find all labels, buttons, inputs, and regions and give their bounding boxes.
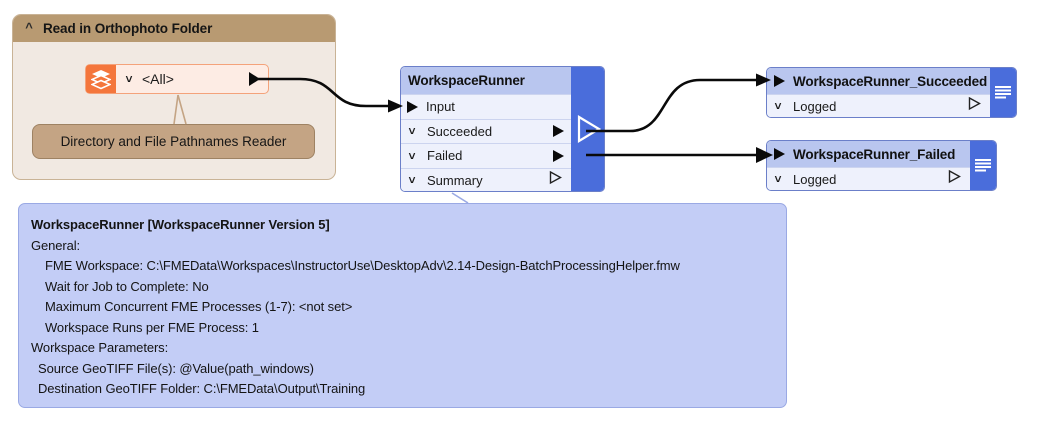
writer-port-logged[interactable]: ˅ Logged: [767, 167, 970, 190]
chevron-down-icon[interactable]: ˅: [408, 148, 416, 163]
hollow-arrow-icon[interactable]: [968, 96, 981, 116]
port-label: Succeeded: [427, 123, 493, 139]
reader-node-body[interactable]: ˅ <All>: [116, 65, 268, 93]
chevron-down-icon[interactable]: ˅: [408, 124, 416, 139]
transformer-main: WorkspaceRunner Input ˅ Succeeded ˅ Fail…: [401, 67, 571, 191]
chevron-down-icon[interactable]: ˅: [774, 99, 782, 113]
hollow-arrow-icon[interactable]: [549, 171, 562, 190]
annotation-line: Wait for Job to Complete: No: [45, 278, 209, 294]
annotation-line: Maximum Concurrent FME Processes (1-7): …: [45, 299, 353, 314]
annotation-line: Destination GeoTIFF Folder: C:\FMEData\O…: [38, 381, 366, 396]
document-lines-icon: [975, 158, 991, 171]
annotation-line: General:: [31, 237, 81, 253]
writer-node-workspacerunner-succeeded[interactable]: WorkspaceRunner_Succeeded ˅ Logged: [766, 67, 1017, 118]
hollow-arrow-icon[interactable]: [948, 169, 961, 189]
writer-format-panel[interactable]: [990, 68, 1016, 117]
writer-format-panel[interactable]: [970, 141, 996, 190]
output-arrow-icon[interactable]: [553, 125, 564, 138]
port-label: Input: [426, 99, 455, 115]
reader-format-text: Directory and File Pathnames Reader: [60, 134, 287, 149]
transformer-port-summary[interactable]: ˅ Summary: [401, 167, 571, 191]
layers-stack-icon: [86, 65, 116, 93]
writer-header[interactable]: WorkspaceRunner_Failed: [767, 141, 970, 167]
transformer-port-succeeded[interactable]: ˅ Succeeded: [401, 118, 571, 143]
chevron-down-icon[interactable]: ˅: [408, 173, 416, 188]
document-lines-icon: [995, 85, 1011, 98]
chevron-down-icon[interactable]: ˅: [125, 72, 133, 86]
annotation-line: Workspace Runs per FME Process: 1: [45, 319, 259, 335]
output-arrow-icon[interactable]: [553, 149, 564, 162]
writer-port-logged[interactable]: ˅ Logged: [767, 94, 990, 117]
chevron-up-icon[interactable]: ^: [25, 20, 33, 35]
reader-format-label[interactable]: Directory and File Pathnames Reader: [32, 124, 315, 159]
writer-main: WorkspaceRunner_Failed ˅ Logged: [767, 141, 970, 190]
annotation-line: Workspace Parameters:: [31, 340, 169, 355]
transformer-workspacerunner[interactable]: WorkspaceRunner Input ˅ Succeeded ˅ Fail…: [400, 66, 605, 192]
annotation-line: Source GeoTIFF File(s): @Value(path_wind…: [38, 360, 314, 376]
input-arrow-icon: [774, 75, 785, 87]
port-label: Logged: [793, 171, 837, 187]
writer-header[interactable]: WorkspaceRunner_Succeeded: [767, 68, 990, 94]
writer-node-workspacerunner-failed[interactable]: WorkspaceRunner_Failed ˅ Logged: [766, 140, 997, 191]
bookmark-header[interactable]: ^ Read in Orthophoto Folder: [13, 15, 335, 42]
port-label: Logged: [793, 98, 837, 114]
reader-output-port-arrow[interactable]: [249, 72, 260, 86]
chevron-down-icon[interactable]: ˅: [774, 172, 782, 186]
annotation-line: FME Workspace: C:\FMEData\Workspaces\Ins…: [45, 258, 680, 273]
play-triangle-icon: [577, 115, 601, 143]
port-label: Failed: [427, 148, 463, 164]
annotation-line: WorkspaceRunner [WorkspaceRunner Version…: [31, 217, 330, 232]
input-arrow-icon: [407, 100, 418, 113]
writer-main: WorkspaceRunner_Succeeded ˅ Logged: [767, 68, 990, 117]
transformer-port-input[interactable]: Input: [401, 94, 571, 119]
transformer-port-failed[interactable]: ˅ Failed: [401, 143, 571, 168]
link-failed-to-writer: [586, 147, 773, 163]
input-arrow-icon: [774, 148, 785, 160]
transformer-header[interactable]: WorkspaceRunner: [401, 67, 571, 94]
writer-title: WorkspaceRunner_Succeeded: [793, 73, 988, 89]
transformer-run-panel[interactable]: [571, 67, 604, 191]
reader-node-label: <All>: [142, 71, 174, 87]
bookmark-title: Read in Orthophoto Folder: [43, 21, 213, 36]
annotation-callout-workspacerunner[interactable]: WorkspaceRunner [WorkspaceRunner Version…: [18, 203, 787, 408]
transformer-title: WorkspaceRunner: [408, 73, 525, 88]
leader-transformer-to-annotation: [451, 192, 469, 204]
port-label: Summary: [427, 172, 483, 188]
writer-title: WorkspaceRunner_Failed: [793, 146, 956, 162]
reader-node-all[interactable]: ˅ <All>: [85, 64, 269, 94]
link-succeeded-to-writer: [586, 73, 771, 133]
